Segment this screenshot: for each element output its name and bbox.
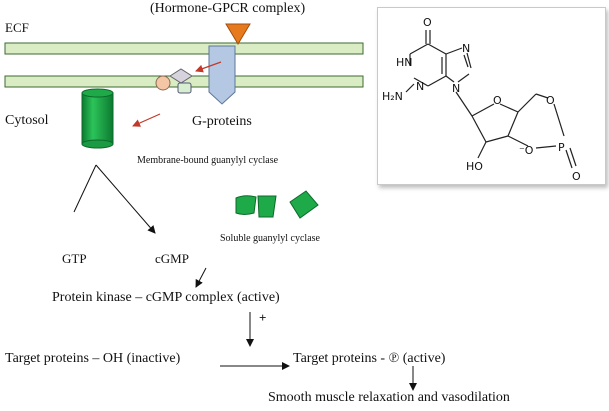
g-protein-beta [169, 68, 193, 84]
cgmp-to-pk-arrow [195, 267, 207, 288]
branch-line-left [73, 164, 97, 213]
pk-complex-label: Protein kinase – cGMP complex (active) [52, 290, 280, 305]
membrane-outer-layer [4, 42, 364, 55]
g-protein-alpha [155, 75, 171, 91]
cgmp-structure: O HN N N N H₂N O O ⁻O P O HO [382, 16, 581, 183]
membrane-guanylyl-cyclase [81, 88, 114, 149]
cgmp-structure-panel: O HN N N N H₂N O O ⁻O P O HO [377, 7, 606, 185]
atom-o-ring: O [493, 94, 502, 107]
cgmp-label: cGMP [155, 251, 189, 266]
atom-ho: HO [466, 160, 483, 173]
atom-o-link: O [546, 94, 555, 107]
g-protein-gamma [177, 82, 192, 94]
cytosol-label: Cytosol [5, 113, 49, 128]
hormone-triangle [225, 23, 251, 45]
soluble-guanylyl-cyclase [235, 190, 319, 219]
atom-n-right: N [462, 42, 470, 55]
target-inactive-label: Target proteins – OH (inactive) [5, 351, 181, 366]
atom-h2n: H₂N [382, 90, 403, 103]
atom-o-top: O [423, 16, 432, 29]
soluble-cyclase-label: Soluble guanylyl cyclase [220, 233, 320, 244]
atom-hn: HN [396, 56, 413, 69]
atom-o-double: O [572, 170, 581, 183]
gpcr-receptor [208, 45, 236, 105]
atom-o-minus: ⁻O [519, 144, 534, 157]
receptor-to-gprotein-arrow [195, 61, 222, 73]
membrane-cyclase-label: Membrane-bound guanylyl cyclase [137, 155, 279, 166]
gprotein-to-cyclase-arrow [132, 113, 161, 127]
ecf-label: ECF [5, 20, 29, 35]
atom-n-left: N [416, 80, 424, 93]
outcome-label: Smooth muscle relaxation and vasodilatio… [268, 390, 510, 405]
branch-arrow-right [95, 164, 156, 234]
plus-sign: + [259, 310, 267, 325]
complex-title: (Hormone-GPCR complex) [150, 1, 306, 16]
gtp-label: GTP [62, 251, 87, 266]
target-active-label: Target proteins - ℗ (active) [293, 351, 446, 366]
atom-p: P [558, 141, 565, 154]
g-proteins-label: G-proteins [192, 114, 252, 129]
atom-n-bottom: N [452, 82, 460, 95]
